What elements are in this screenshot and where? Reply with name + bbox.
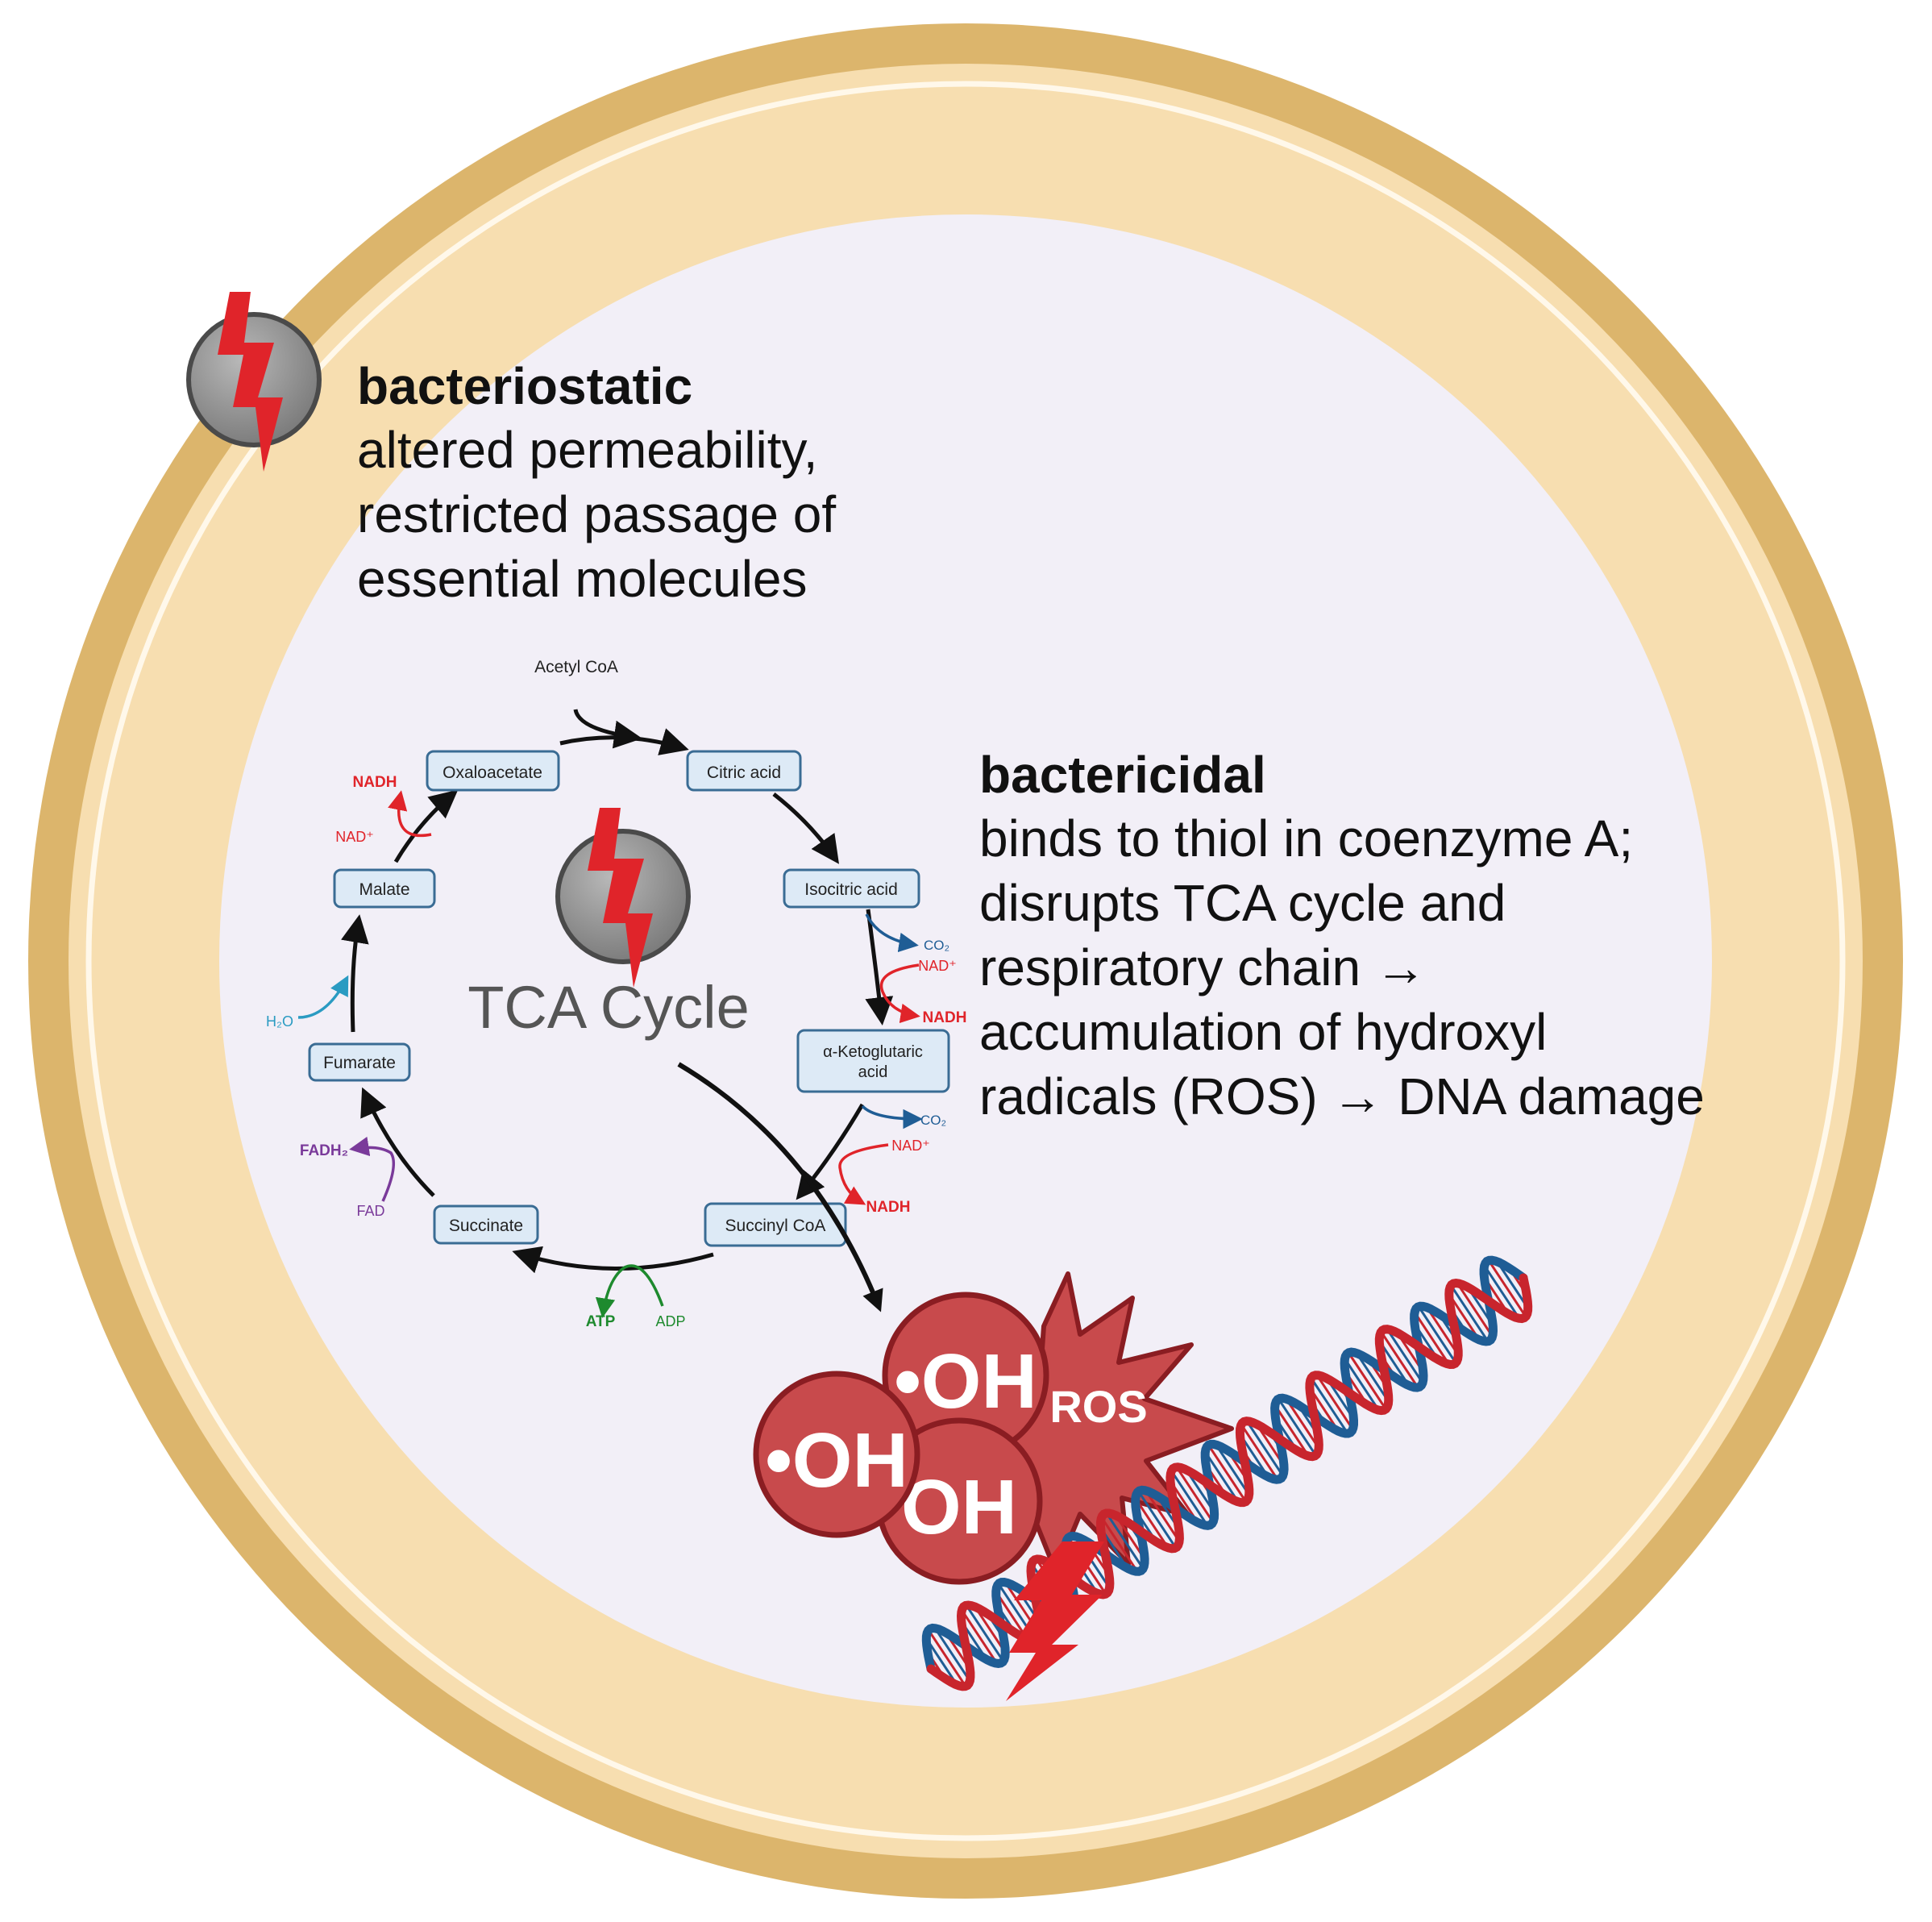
bactericidal-heading: bactericidal bbox=[979, 746, 1266, 804]
metabolite-alpha-ketoglutaric-acid: α-Ketoglutaric acid bbox=[796, 1029, 950, 1093]
dna-base-pair bbox=[1170, 1470, 1209, 1527]
bacteriostatic-line-3: essential molecules bbox=[357, 550, 808, 608]
dna-base-pair bbox=[1386, 1328, 1424, 1384]
hydroxyl-radical-top: •OH bbox=[882, 1292, 1049, 1459]
dna-base-pair bbox=[1240, 1424, 1279, 1481]
cycle-arrows bbox=[341, 709, 894, 1274]
svg-text:•OH: •OH bbox=[894, 1338, 1037, 1425]
bactericidal-annotation: bactericidal binds to thiol in coenzyme … bbox=[979, 743, 1705, 1129]
svg-text:Citric acid: Citric acid bbox=[707, 763, 781, 782]
hydroxyl-radical-left: •OH bbox=[753, 1371, 920, 1538]
dna-base-pair bbox=[925, 1637, 958, 1686]
tca-cycle-title: TCA Cycle bbox=[467, 974, 750, 1041]
bacteriostatic-heading: bacteriostatic bbox=[357, 357, 693, 415]
lightning-bolt-icon bbox=[588, 808, 653, 988]
svg-text:Succinate: Succinate bbox=[449, 1217, 523, 1235]
big-arrow-to-ros bbox=[677, 1062, 883, 1313]
svg-text:Oxaloacetate: Oxaloacetate bbox=[442, 763, 542, 782]
dna-base-pair bbox=[995, 1591, 1028, 1641]
dna-base-pair bbox=[1413, 1311, 1450, 1366]
bacteriostatic-annotation: bacteriostatic altered permeability, res… bbox=[357, 355, 836, 611]
dna-base-pair bbox=[1380, 1331, 1419, 1388]
dna-base-pair bbox=[1450, 1284, 1490, 1342]
dna-base-pair bbox=[1496, 1261, 1529, 1309]
lightning-bolt-icon bbox=[218, 292, 283, 472]
metabolite-citric-acid: Citric acid bbox=[686, 750, 802, 792]
nad-label-akg: NAD⁺ bbox=[891, 1138, 930, 1154]
bactericidal-line-1: binds to thiol in coenzyme A; bbox=[979, 809, 1634, 867]
svg-text:•OH: •OH bbox=[765, 1417, 908, 1504]
dna-base-pair bbox=[1344, 1358, 1380, 1411]
bactericidal-line-5: radicals (ROS) → DNA damage bbox=[979, 1067, 1705, 1125]
dna-damage-lightning-icon bbox=[1006, 1541, 1104, 1701]
nadh-label-akg: NADH bbox=[866, 1199, 911, 1216]
dna-base-pair bbox=[1175, 1466, 1215, 1523]
svg-text:Malate: Malate bbox=[359, 880, 409, 899]
nadh-label-isocitric: NADH bbox=[923, 1009, 967, 1026]
dna-base-pair bbox=[1134, 1497, 1170, 1549]
dna-base-pair bbox=[1315, 1374, 1354, 1430]
dna-base-pair bbox=[1426, 1306, 1460, 1356]
metabolite-malate: Malate bbox=[333, 868, 436, 909]
nadh-label-malate: NADH bbox=[353, 774, 397, 791]
co2-label-akg: CO₂ bbox=[920, 1113, 946, 1128]
atp-label: ATP bbox=[586, 1313, 616, 1330]
dna-base-pair bbox=[927, 1629, 967, 1687]
bacteriostatic-line-2: restricted passage of bbox=[357, 485, 837, 543]
dna-strand-blue bbox=[921, 1255, 1528, 1674]
svg-text:Isocitric acid: Isocitric acid bbox=[804, 880, 898, 899]
metabolite-fumarate: Fumarate bbox=[308, 1042, 411, 1082]
metabolite-succinyl-coa: Succinyl CoA bbox=[704, 1202, 847, 1247]
bactericidal-line-4: accumulation of hydroxyl bbox=[979, 1003, 1548, 1061]
dna-base-pair bbox=[1137, 1490, 1178, 1549]
h2o-label: H₂O bbox=[266, 1013, 293, 1030]
dna-base-pair bbox=[1487, 1259, 1527, 1317]
svg-text:acid: acid bbox=[858, 1063, 888, 1081]
dna-base-pair bbox=[933, 1627, 971, 1682]
dna-base-pair bbox=[965, 1604, 1004, 1662]
side-reactions bbox=[297, 790, 923, 1318]
dna-base-pair bbox=[1100, 1516, 1139, 1573]
metabolite-succinate: Succinate bbox=[433, 1204, 539, 1245]
inner-membrane-line bbox=[85, 81, 1846, 1841]
dna-base-pair bbox=[1310, 1377, 1349, 1434]
dna-base-pair bbox=[1204, 1451, 1240, 1503]
dna-base-pair bbox=[1105, 1512, 1145, 1570]
dna-base-pair bbox=[1355, 1352, 1390, 1403]
metabolite-isocitric-acid: Isocitric acid bbox=[783, 868, 920, 909]
svg-text:OH: OH bbox=[901, 1464, 1017, 1550]
dna-base-pair bbox=[1277, 1398, 1317, 1457]
adp-label: ADP bbox=[655, 1313, 685, 1329]
bacteriostatic-line-1: altered permeability, bbox=[357, 421, 818, 479]
dna-base-pair bbox=[961, 1609, 999, 1665]
dna-base-pair bbox=[1417, 1305, 1457, 1364]
bactericidal-line-2: disrupts TCA cycle and bbox=[979, 874, 1506, 932]
ros-label: ROS bbox=[1049, 1381, 1147, 1432]
co2-label-isocitric: CO₂ bbox=[924, 938, 949, 953]
dna-base-pair bbox=[1273, 1404, 1310, 1457]
dna-base-pair bbox=[1483, 1265, 1521, 1320]
fad-label: FAD bbox=[356, 1203, 384, 1219]
dna-base-pair bbox=[1245, 1420, 1284, 1477]
bacteriostatic-drug-icon bbox=[186, 292, 322, 472]
dna-base-pair bbox=[1207, 1444, 1247, 1503]
dna-base-pair bbox=[1456, 1282, 1494, 1337]
svg-text:Fumarate: Fumarate bbox=[323, 1054, 396, 1072]
nad-label-isocitric: NAD⁺ bbox=[918, 958, 957, 974]
dna-base-pair bbox=[1215, 1444, 1250, 1496]
nad-label-malate: NAD⁺ bbox=[335, 829, 374, 845]
dna-base-pair bbox=[1347, 1352, 1387, 1410]
bactericidal-line-3: respiratory chain → bbox=[979, 938, 1427, 996]
dna-base-pair bbox=[1145, 1490, 1181, 1542]
acetyl-coa-label: Acetyl CoA bbox=[534, 658, 618, 676]
tca-drug-icon bbox=[555, 808, 691, 988]
dna-base-pair bbox=[1285, 1398, 1320, 1450]
metabolite-oxaloacetate: Oxaloacetate bbox=[426, 750, 560, 792]
svg-text:α-Ketoglutaric: α-Ketoglutaric bbox=[823, 1043, 923, 1061]
fadh2-label: FADH₂ bbox=[300, 1142, 348, 1159]
svg-text:Succinyl CoA: Succinyl CoA bbox=[725, 1217, 826, 1235]
cytoplasm bbox=[216, 211, 1715, 1711]
